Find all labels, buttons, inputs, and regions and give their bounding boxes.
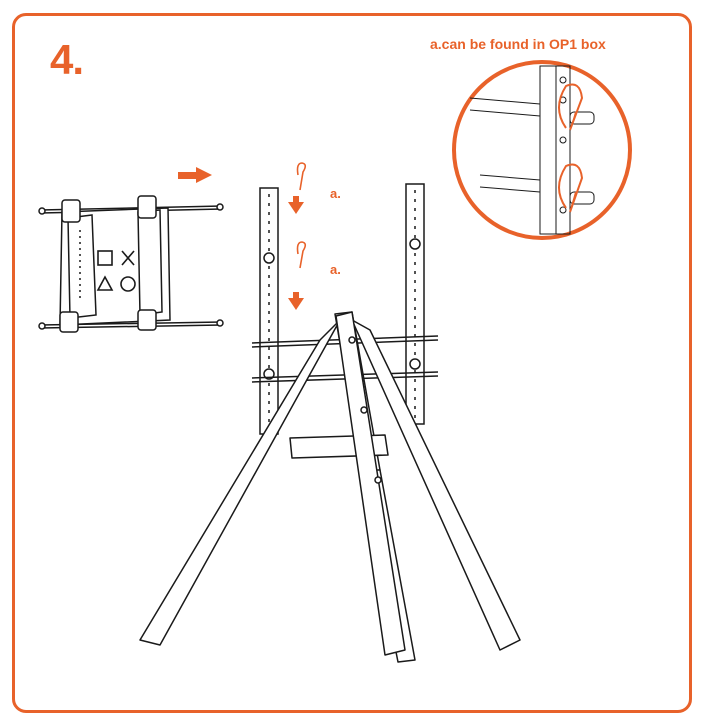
cross-icon: [121, 250, 135, 266]
clip-label-bottom: a.: [330, 262, 341, 277]
step-number: 4.: [50, 36, 84, 83]
assembly-diagram: [38, 60, 632, 663]
tv-mount-plate: [38, 195, 224, 333]
square-icon: [97, 250, 113, 266]
vertical-rail-right: [405, 183, 425, 425]
clip-label-top: a.: [330, 186, 341, 201]
arrow-down-icon: [288, 196, 304, 310]
parts-note: a.can be found in OP1 box: [430, 36, 606, 52]
circle-icon: [120, 276, 136, 292]
arrow-right-icon: [178, 167, 212, 183]
vertical-rail-left: [259, 187, 279, 435]
easel-stand: [139, 311, 521, 663]
hair-pin-clip-icon: [296, 162, 307, 269]
zoom-inset: [452, 60, 632, 240]
triangle-icon: [96, 275, 114, 291]
